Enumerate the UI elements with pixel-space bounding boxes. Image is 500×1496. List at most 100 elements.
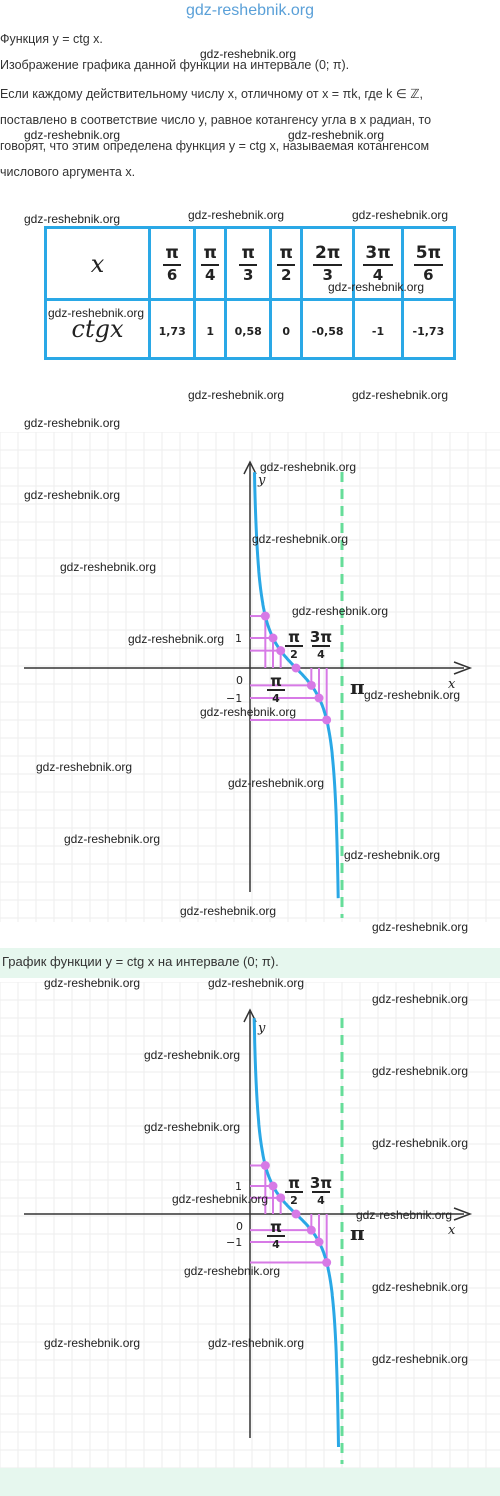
watermark-label: gdz-reshebnik.org	[372, 1352, 469, 1366]
origin-label: 0	[236, 1220, 243, 1233]
marker-point	[322, 715, 332, 725]
top-watermark: gdz-reshebnik.org	[185, 2, 315, 19]
table-row-ctg: ctgx 1,73 1 0,58 0 -0,58 -1 -1,73	[44, 298, 457, 360]
watermark-label: gdz-reshebnik.org	[128, 632, 225, 646]
x-axis-arrow	[453, 1207, 473, 1221]
watermark-label: gdz-reshebnik.org	[200, 705, 297, 719]
watermark-label: gdz-reshebnik.org	[24, 488, 121, 502]
tick-label-one: 1	[235, 1180, 242, 1193]
frac-3pi-over-4-label-num: 3π	[310, 1174, 332, 1192]
watermark-label: gdz-reshebnik.org	[188, 208, 285, 222]
watermark-label: gdz-reshebnik.org	[208, 976, 305, 990]
table-cell-value-2: 0,58	[224, 298, 273, 360]
watermark-label: gdz-reshebnik.org	[60, 560, 157, 574]
watermark-label: gdz-reshebnik.org	[188, 388, 285, 402]
marker-point	[276, 1193, 286, 1203]
watermark-label: gdz-reshebnik.org	[372, 920, 469, 934]
table-cell-value-1: 1	[193, 298, 228, 360]
watermark-label: gdz-reshebnik.org	[260, 460, 357, 474]
marker-point	[268, 633, 278, 643]
watermark-label: gdz-reshebnik.org	[48, 306, 145, 320]
frac-pi-over-2-label-num: π	[288, 1174, 300, 1192]
y-axis-label: y	[257, 473, 266, 488]
watermark-label: gdz-reshebnik.org	[364, 688, 461, 702]
origin-label: 0	[236, 674, 243, 687]
x-axis-label: x	[448, 1223, 456, 1238]
table-header-x: x	[44, 226, 151, 301]
frac-pi-over-4-label-num: π	[270, 1218, 282, 1236]
frac-3pi-over-4-label-den: 4	[317, 1194, 325, 1207]
y-axis-label: y	[257, 1021, 266, 1036]
watermark-label: gdz-reshebnik.org	[372, 1280, 469, 1294]
tick-label-one: 1	[235, 632, 242, 645]
tick-label-minus-one: −1	[226, 692, 242, 705]
watermark-label: gdz-reshebnik.org	[228, 776, 325, 790]
watermark-label: gdz-reshebnik.org	[200, 47, 297, 61]
y-axis-arrow	[243, 1008, 257, 1023]
marker-point	[306, 1225, 316, 1235]
graph-caption: График функции y = ctg x на интервале (0…	[0, 948, 500, 978]
marker-point	[322, 1257, 332, 1267]
watermark-label: gdz-reshebnik.org	[208, 1336, 305, 1350]
watermark-label: gdz-reshebnik.org	[184, 1264, 281, 1278]
marker-point	[291, 1209, 301, 1219]
table-cell-value-4: -0,58	[300, 298, 356, 360]
frac-pi-over-4-label-den: 4	[272, 692, 280, 705]
frac-3pi-over-4-label-den: 4	[317, 648, 325, 661]
watermark-label: gdz-reshebnik.org	[352, 208, 449, 222]
marker-point	[260, 1161, 270, 1171]
frac-pi-over-4-label-den: 4	[272, 1238, 280, 1251]
frac-pi-over-2-label-num: π	[288, 628, 300, 646]
pi-label: π	[350, 675, 365, 699]
watermark-label: gdz-reshebnik.org	[352, 388, 449, 402]
watermark-label: gdz-reshebnik.org	[180, 904, 277, 918]
watermark-label: gdz-reshebnik.org	[328, 280, 425, 294]
table-cell-value-6: -1,73	[400, 298, 457, 360]
marker-point	[314, 1237, 324, 1247]
watermark-label: gdz-reshebnik.org	[292, 604, 389, 618]
paragraph-function-title: Функция y = ctg x.	[0, 32, 103, 46]
marker-point	[306, 680, 316, 690]
paragraph-definition-3: говорят, что этим определена функция y =…	[0, 139, 430, 153]
watermark-label: gdz-reshebnik.org	[64, 832, 161, 846]
frac-pi-over-4-label-num: π	[270, 672, 282, 690]
frac-3pi-over-4-label-num: 3π	[310, 628, 332, 646]
watermark-label: gdz-reshebnik.org	[172, 1192, 269, 1206]
table-cell-value-3: 0	[269, 298, 304, 360]
watermark-label: gdz-reshebnik.org	[372, 992, 469, 1006]
watermark-label: gdz-reshebnik.org	[36, 760, 133, 774]
y-axis-arrow	[243, 460, 257, 475]
paragraph-definition-4: числового аргумента x.	[0, 165, 136, 179]
marker-point	[276, 646, 286, 656]
tick-label-minus-one: −1	[226, 1236, 242, 1249]
watermark-label: gdz-reshebnik.org	[252, 532, 349, 546]
watermark-label: gdz-reshebnik.org	[24, 128, 121, 142]
x-axis-arrow	[453, 661, 473, 675]
paragraph-graph-intro: Изображение графика данной функции на ин…	[0, 58, 350, 72]
marker-point	[260, 611, 270, 621]
frac-pi-over-2-label-den: 2	[290, 1194, 298, 1207]
marker-point	[314, 693, 324, 703]
pi-label: π	[350, 1221, 365, 1245]
watermark-label: gdz-reshebnik.org	[24, 416, 121, 430]
watermark-label: gdz-reshebnik.org	[24, 212, 121, 226]
table-cell-value-0: 1,73	[147, 298, 197, 360]
x-axis-label: x	[448, 677, 456, 692]
marker-point	[268, 1181, 278, 1191]
watermark-label: gdz-reshebnik.org	[44, 1336, 141, 1350]
watermark-label: gdz-reshebnik.org	[144, 1048, 241, 1062]
marker-point	[291, 663, 301, 673]
paragraph-definition-2: поставлено в соответствие число y, равно…	[0, 113, 432, 127]
frac-pi-over-2-label-den: 2	[290, 648, 298, 661]
